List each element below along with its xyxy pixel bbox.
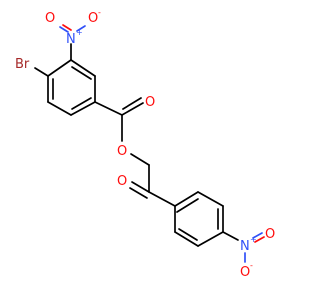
- bond-ring-a-c4-c5: [70, 101, 96, 116]
- bond-ring-b-c2-c3: [197, 191, 224, 207]
- ester-oxygen-label: O: [117, 144, 127, 159]
- bond-ring-b-c5-c6: [174, 231, 199, 247]
- bond-ring-a-c4-c5-inner: [71, 97, 92, 110]
- bond-n-o-single-nitro1: [76, 25, 86, 32]
- ring-a-bonds: [47, 59, 96, 116]
- nitro2-nitrogen-label: N: [240, 239, 250, 254]
- nitro1-oxygen-double-label: O: [45, 11, 55, 26]
- bond-ring-a-carbonyl-carbon: [94, 101, 123, 116]
- ester-carbonyl-oxygen-label: O: [145, 95, 155, 110]
- bond-ring-b-c1-c2: [174, 191, 199, 207]
- bond-ketone-ring-b: [148, 191, 176, 207]
- nitro1-nitrogen-charge: +: [76, 28, 83, 37]
- bond-ester-c-o-double-second: [122, 97, 142, 110]
- bond-ester-c-o-double: [121, 102, 144, 116]
- bond-ketone-c-o-double: [131, 181, 150, 193]
- ketone-oxygen-label: O: [117, 174, 127, 189]
- bond-c-br: [34, 67, 49, 77]
- bond-ring-b-c1-c2-inner: [176, 198, 199, 213]
- bond-o-ch2: [130, 153, 150, 166]
- nitro1-oxygen-single-label: O: [88, 11, 98, 26]
- bromine-atom-label: Br: [15, 57, 30, 72]
- ring-b-bonds: [174, 191, 224, 247]
- bond-n-o-double-nitro1-second: [62, 24, 72, 31]
- nitro1-nitrogen-label: N: [66, 32, 76, 47]
- bond-ring-a-c6-c1: [70, 59, 96, 77]
- nitro2-oxygen-single-label: O: [240, 265, 250, 280]
- nitro2-nitrogen-charge: +: [250, 235, 257, 244]
- bond-c-n-nitro2: [222, 231, 239, 241]
- bond-ketone-c-o-double-second: [129, 187, 148, 199]
- nitro2-oxygen-charge: -: [250, 261, 253, 270]
- nitro2-oxygen-double-label: O: [265, 227, 275, 242]
- nitro1-oxygen-charge: -: [98, 8, 101, 17]
- bond-n-o-double-nitro2: [252, 232, 263, 239]
- bond-ring-a-c1-c2: [47, 59, 72, 77]
- bond-ring-a-c3-c4: [47, 101, 72, 116]
- molecule-structure-canvas: Br N + O O - O O O N + O O -: [15, 8, 275, 280]
- molecule-diagram: Br N + O O - O O O N + O O -: [15, 8, 275, 280]
- bond-ring-a-c6-c1-inner: [71, 66, 92, 80]
- bond-n-o-double-nitro1: [59, 26, 69, 33]
- bond-ring-b-c4-c5: [197, 231, 224, 247]
- bond-ring-b-c5-c6-inner: [178, 228, 198, 241]
- bond-n-o-double-nitro2-second: [254, 236, 265, 243]
